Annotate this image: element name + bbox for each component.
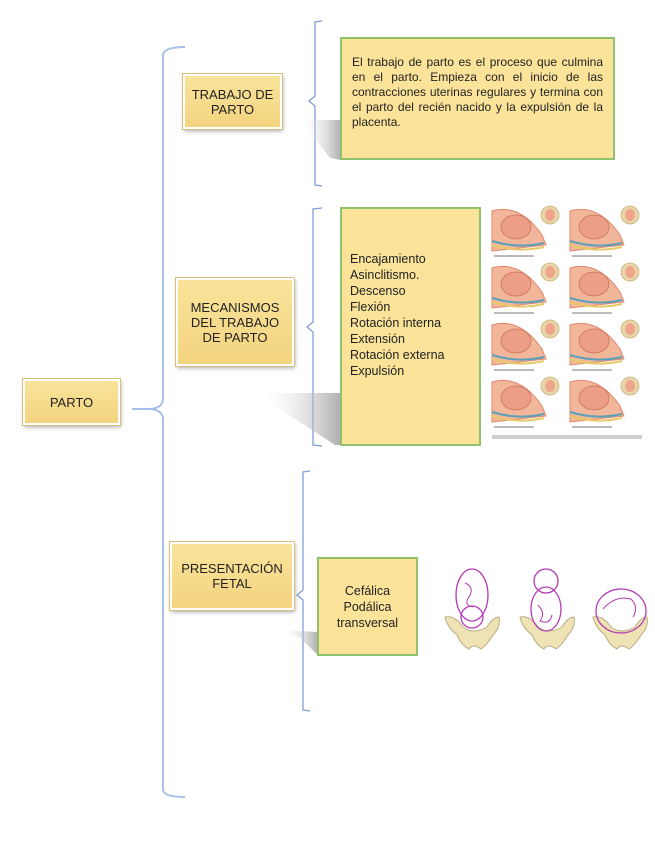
- list-item: Rotación externa: [350, 348, 445, 362]
- branch-label: PRESENTACIÓN FETAL: [181, 561, 283, 591]
- bracket-trabajo: [307, 20, 323, 187]
- list-item: Extensión: [350, 332, 405, 346]
- pelvis-breech: [519, 568, 575, 650]
- list-item: transversal: [336, 615, 399, 630]
- list-item: Asinclitismo.: [350, 268, 420, 282]
- bracket-mecanismos: [305, 207, 323, 447]
- root-label: PARTO: [49, 394, 94, 410]
- list-item: Descenso: [350, 284, 406, 298]
- detail-box-trabajo-de-parto: El trabajo de parto es el proceso que cu…: [340, 37, 615, 160]
- list-item: Rotación interna: [350, 316, 442, 330]
- labor-panel: [569, 205, 640, 257]
- list-item: Cefálica: [344, 583, 391, 598]
- pelvis-cephalic: [444, 568, 500, 650]
- labor-panel: [491, 376, 560, 428]
- branch-label: MECANISMOS DEL TRABAJO DE PARTO: [190, 299, 280, 345]
- labor-panel: [569, 319, 640, 371]
- labor-panel: [569, 262, 640, 314]
- list-item: Podálica: [343, 599, 392, 614]
- root-node-parto[interactable]: PARTO: [23, 379, 120, 425]
- list-item: Encajamiento: [350, 252, 426, 266]
- list-box-presentacion: Cefálica Podálica transversal: [317, 557, 418, 656]
- bracket-presentacion: [295, 470, 311, 712]
- branch-node-presentacion-fetal[interactable]: PRESENTACIÓN FETAL: [170, 542, 294, 610]
- labor-mechanisms-illustration: [491, 205, 642, 439]
- branch-label: TRABAJO DE PARTO: [191, 86, 274, 117]
- pelvis-transverse: [592, 588, 648, 650]
- branch-node-mecanismos[interactable]: MECANISMOS DEL TRABAJO DE PARTO: [176, 278, 294, 366]
- branch-node-trabajo-de-parto[interactable]: TRABAJO DE PARTO: [183, 74, 282, 129]
- labor-panel: [491, 319, 560, 371]
- labor-panel: [491, 262, 560, 314]
- list-box-mecanismos: Encajamiento Asinclitismo. Descenso Flex…: [340, 207, 481, 446]
- fetal-presentations-illustration: [444, 568, 648, 650]
- illustration-caption: [492, 435, 642, 439]
- list-item: Expulsión: [350, 364, 405, 378]
- list-item: Flexión: [350, 300, 391, 314]
- labor-panel: [569, 376, 640, 428]
- labor-panel: [491, 205, 560, 257]
- detail-text: El trabajo de parto es el proceso que cu…: [352, 55, 603, 129]
